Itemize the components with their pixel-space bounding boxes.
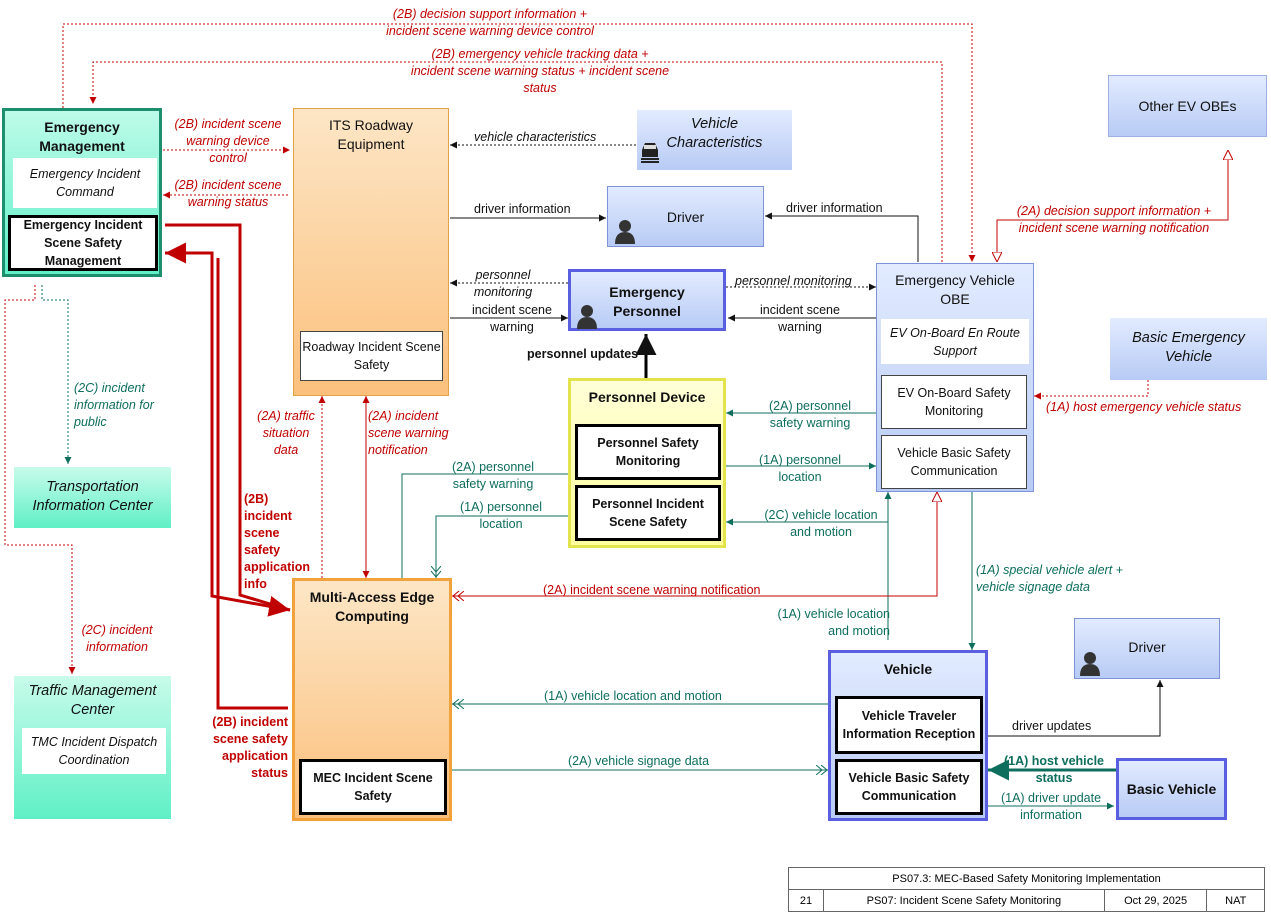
- ev-vehicle-basic-safety-comm[interactable]: Vehicle Basic Safety Communication: [881, 435, 1027, 489]
- footer-title: PS07.3: MEC-Based Safety Monitoring Impl…: [788, 867, 1265, 890]
- flow-label: driver information: [474, 202, 571, 216]
- vehicle-characteristics-title: Vehicle Characteristics: [666, 116, 763, 151]
- personnel-device-box[interactable]: Personnel Device Personnel Safety Monito…: [568, 378, 726, 548]
- its-roadway-title: ITS Roadway Equipment: [328, 117, 414, 152]
- vehicle-traveler-information-reception[interactable]: Vehicle Traveler Information Reception: [835, 696, 983, 754]
- flow-label: personnel monitoring: [735, 274, 852, 288]
- emergency-vehicle-obe-box[interactable]: Emergency Vehicle OBE EV On-Board En Rou…: [876, 263, 1034, 492]
- emergency-incident-command[interactable]: Emergency Incident Command: [13, 158, 157, 208]
- flow-label: (1A) vehicle location and motion: [777, 607, 890, 638]
- flow-label: (2A) incident scene warning notification: [368, 409, 449, 457]
- flow-label: (2A) personnel safety warning: [769, 399, 851, 430]
- vehicle-title: Vehicle: [883, 661, 933, 677]
- footer-page: 21: [788, 889, 824, 912]
- person-icon: [577, 305, 597, 329]
- flow-label: (1A) host emergency vehicle status: [1046, 400, 1242, 414]
- flow-label: (1A) personnel location: [759, 453, 841, 484]
- emergency-incident-scene-safety-mgmt[interactable]: Emergency Incident Scene Safety Manageme…: [8, 215, 158, 271]
- flow-label: driver updates: [1012, 719, 1092, 733]
- basic-emergency-vehicle-title: Basic Emergency Vehicle: [1132, 330, 1245, 365]
- flow-label: (2C) incident information for public: [74, 381, 154, 429]
- flow-label: (2A) personnel safety warning: [452, 460, 534, 491]
- flow-label: (2B) incident scene safety application i…: [244, 492, 310, 591]
- emergency-personnel-box[interactable]: Emergency Personnel: [568, 269, 726, 331]
- driver-bottom-title: Driver: [1128, 639, 1166, 655]
- flow-label: (2A) decision support information + inci…: [1016, 204, 1212, 235]
- ev-onboard-en-route-support[interactable]: EV On-Board En Route Support: [881, 319, 1029, 364]
- flow-label: (2A) vehicle signage data: [568, 754, 710, 768]
- driver-top-title: Driver: [666, 209, 705, 225]
- flow-label: (2B) incident scene warning device contr…: [174, 117, 282, 165]
- flow-label: personnel monitoring: [473, 268, 533, 299]
- flow-label: incident scene warning: [472, 303, 552, 334]
- basic-vehicle-box[interactable]: Basic Vehicle: [1116, 758, 1227, 820]
- footer-date: Oct 29, 2025: [1103, 889, 1208, 912]
- vehicle-characteristics-box[interactable]: Vehicle Characteristics: [637, 110, 792, 170]
- vehicle-basic-safety-communication[interactable]: Vehicle Basic Safety Communication: [835, 759, 983, 815]
- flow-label: (2B) decision support information + inci…: [386, 7, 594, 38]
- flow-label: (1A) driver update information: [1000, 791, 1102, 822]
- flow-label: incident scene warning: [760, 303, 840, 334]
- flow-label: (1A) personnel location: [460, 500, 542, 531]
- emergency-management-box[interactable]: Emergency Management Emergency Incident …: [2, 108, 162, 277]
- personnel-incident-scene-safety[interactable]: Personnel Incident Scene Safety: [575, 485, 721, 541]
- flow-label: (2B) emergency vehicle tracking data + i…: [410, 47, 670, 95]
- person-icon: [615, 220, 635, 244]
- mec-incident-scene-safety[interactable]: MEC Incident Scene Safety: [299, 759, 447, 815]
- tic-title: Transportation Information Center: [32, 479, 153, 514]
- driver-bottom-box[interactable]: Driver: [1074, 618, 1220, 679]
- footer-org: NAT: [1206, 889, 1265, 912]
- flow-label: (1A) special vehicle alert + vehicle sig…: [976, 563, 1123, 594]
- title-block: PS07.3: MEC-Based Safety Monitoring Impl…: [788, 867, 1265, 912]
- ev-onboard-safety-monitoring[interactable]: EV On-Board Safety Monitoring: [881, 375, 1027, 429]
- flow-label: (2C) vehicle location and motion: [764, 508, 878, 539]
- emergency-management-title: Emergency Management: [39, 119, 125, 154]
- flow-label: (2C) incident information: [81, 623, 153, 654]
- roadway-incident-scene-safety[interactable]: Roadway Incident Scene Safety: [300, 331, 443, 381]
- driver-top-box[interactable]: Driver: [607, 186, 764, 247]
- person-icon: [1080, 652, 1100, 676]
- flow-label: (2B) incident scene safety application s…: [212, 715, 288, 780]
- flow-label: driver information: [786, 201, 883, 215]
- its-roadway-equipment-box[interactable]: ITS Roadway Equipment Roadway Incident S…: [293, 108, 449, 396]
- mec-title: Multi-Access Edge Computing: [309, 589, 435, 624]
- emergency-personnel-title: Emergency Personnel: [609, 284, 685, 319]
- flow-label: (2A) traffic situation data: [257, 409, 315, 457]
- vehicle-box[interactable]: Vehicle Vehicle Traveler Information Rec…: [828, 650, 988, 821]
- flow-label: (1A) host vehicle status: [1003, 754, 1105, 785]
- flow-label: (2A) incident scene warning notification: [543, 583, 761, 597]
- traffic-management-center-box[interactable]: Traffic Management Center TMC Incident D…: [14, 676, 171, 819]
- other-ev-obes-title: Other EV OBEs: [1138, 98, 1237, 114]
- tmc-incident-dispatch-coordination[interactable]: TMC Incident Dispatch Coordination: [22, 728, 166, 774]
- footer-name: PS07: Incident Scene Safety Monitoring: [822, 889, 1105, 912]
- other-ev-obes-box[interactable]: Other EV OBEs: [1108, 75, 1267, 137]
- flow-label: vehicle characteristics: [474, 130, 597, 144]
- personnel-safety-monitoring[interactable]: Personnel Safety Monitoring: [575, 424, 721, 480]
- ev-obe-title: Emergency Vehicle OBE: [895, 272, 1015, 307]
- personnel-device-title: Personnel Device: [588, 389, 706, 405]
- car-icon: [641, 143, 659, 163]
- basic-vehicle-title: Basic Vehicle: [1126, 781, 1217, 797]
- transportation-information-center-box[interactable]: Transportation Information Center: [14, 467, 171, 528]
- flow-label: (1A) vehicle location and motion: [544, 689, 722, 703]
- tmc-title: Traffic Management Center: [28, 683, 157, 718]
- flow-label: (2B) incident scene warning status: [174, 178, 282, 209]
- multi-access-edge-computing-box[interactable]: Multi-Access Edge Computing MEC Incident…: [292, 578, 452, 821]
- basic-emergency-vehicle-box[interactable]: Basic Emergency Vehicle: [1110, 318, 1267, 380]
- flow-label: personnel updates: [527, 347, 639, 361]
